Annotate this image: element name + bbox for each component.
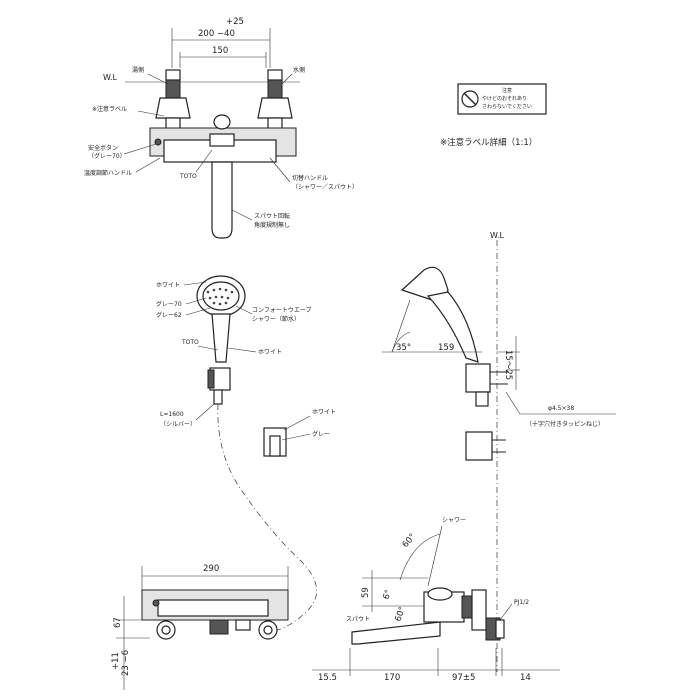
label-screw-spec: φ4.5×38 (548, 405, 574, 412)
label-pj: PJ1/2 (514, 599, 529, 606)
bottom-side-view: シャワー 60° 6° 60° スパウト 59 PJ1/2 15.5 170 9… (312, 517, 560, 683)
shower-side-view: W.L 35° 159 15〜25 φ4.5×38 （十字穴付きタッピンねじ） (382, 231, 616, 672)
label-spout-angle: 角度規制無し (254, 221, 290, 229)
label-hose-color: （シルバー） (160, 421, 196, 428)
label-detail-line1: 注意 (502, 87, 512, 94)
dim-23: 23 −6 (121, 650, 131, 676)
label-safety-button: 安全ボタン (88, 144, 118, 152)
dim-59: 59 (361, 587, 371, 598)
dim-offset-lower: 200 −40 (198, 29, 235, 39)
label-detail-line2: やけどのおそれあり (482, 95, 527, 102)
label-cold-side: 水側 (293, 66, 305, 74)
label-head-white: ホワイト (156, 282, 180, 289)
dim-14: 14 (520, 673, 531, 683)
label-head-gray62: グレー62 (156, 311, 182, 319)
wl-label-side: W.L (490, 231, 505, 240)
dim-plus-11: +11 (111, 652, 121, 670)
label-screw-type: （十字穴付きタッピンねじ） (526, 420, 604, 428)
label-safety-button-color: （グレー70） (88, 152, 126, 160)
label-switch-handle: 切替ハンドル (292, 174, 328, 182)
dim-offset-upper: +25 (226, 17, 244, 27)
label-toto-head: TOTO (181, 339, 199, 346)
dim-150: 150 (212, 46, 228, 56)
dim-angle-6: 6° (381, 589, 394, 602)
label-comfort-wave: コンフォートウエーブ (252, 306, 311, 314)
label-hot-side: 湯側 (132, 66, 144, 74)
holder-front: ホワイト グレー (263, 409, 336, 457)
dim-97: 97±5 (452, 673, 475, 683)
dim-angle-35: 35° (396, 343, 411, 353)
dim-170: 170 (384, 673, 400, 683)
label-holder-white: ホワイト (312, 409, 336, 416)
dim-159: 159 (438, 343, 454, 353)
dim-67: 67 (113, 617, 123, 628)
label-comfort-wave-sub: シャワー（節水） (252, 315, 300, 323)
label-detail-caption: ※注意ラベル詳細（1:1） (440, 137, 537, 148)
dim-15-5: 15.5 (318, 673, 337, 683)
label-handle-white: ホワイト (258, 349, 282, 356)
bottom-front-view: 290 67 +11 23 −6 (111, 564, 289, 690)
label-spout-direction: スパウト (346, 615, 370, 623)
dim-15-25: 15〜25 (503, 350, 513, 380)
wl-label-top: W.L (103, 73, 118, 82)
label-holder-gray: グレー (312, 430, 330, 438)
top-front-view: +25 200 −40 150 W.L 湯側 水側 ※注意ラベル 安全ボタン （… (84, 17, 358, 239)
label-caution: ※注意ラベル (92, 105, 127, 113)
label-head-gray70: グレー70 (156, 300, 182, 308)
label-switch-handle-sub: （シャワー／スパウト） (292, 183, 358, 191)
label-toto-top: TOTO (179, 173, 197, 180)
label-detail-line3: さわらないでください (482, 103, 532, 110)
shower-head-front: ホワイト グレー70 グレー62 コンフォートウエーブ シャワー（節水） TOT… (156, 275, 318, 633)
label-shower-direction: シャワー (442, 517, 466, 524)
caution-label-detail: 注意 やけどのおそれあり さわらないでください ※注意ラベル詳細（1:1） (440, 83, 547, 148)
label-temp-handle: 温度調節ハンドル (84, 169, 132, 177)
label-spout-rotation: スパウト回転 (254, 212, 290, 220)
dim-angle-60b: 60° (393, 605, 408, 623)
dim-angle-60a: 60° (401, 532, 418, 550)
label-hose-length: L=1600 (160, 411, 184, 418)
dim-290: 290 (203, 564, 219, 574)
